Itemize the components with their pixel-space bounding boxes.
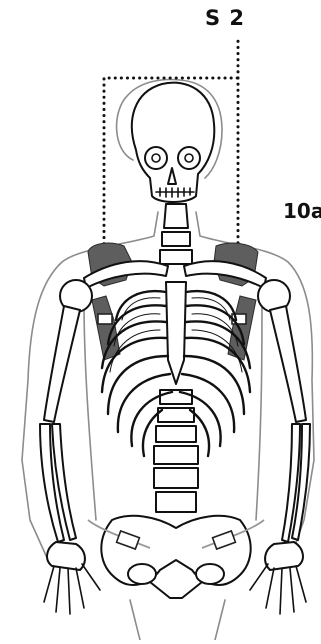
humerus-right	[270, 306, 306, 422]
hand-left	[44, 542, 100, 614]
callout-label: 10a	[283, 199, 321, 223]
humerus-left	[44, 306, 80, 422]
skull	[132, 83, 214, 202]
sternum	[166, 282, 186, 384]
pelvis	[101, 516, 250, 598]
strap-buckle-left	[98, 314, 112, 324]
size-label: S 2	[205, 6, 245, 30]
hand-right	[250, 542, 306, 614]
